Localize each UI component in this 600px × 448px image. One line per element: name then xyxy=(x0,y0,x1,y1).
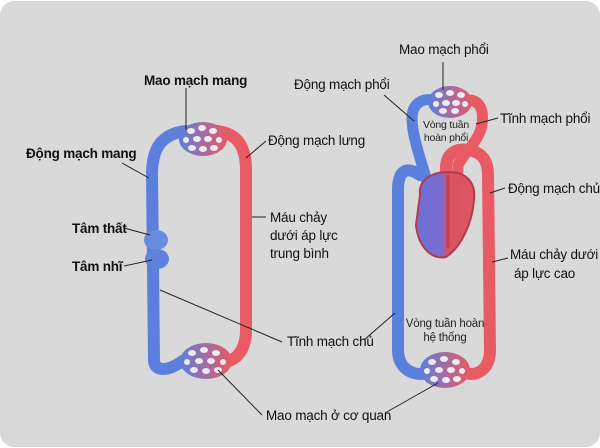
label-pressure-left-3: trung bình xyxy=(270,246,329,261)
organ-capillaries-left xyxy=(180,343,232,379)
leader-organ-cap-right xyxy=(384,382,439,414)
label-lung-capillaries: Mao mạch phổi xyxy=(399,42,489,57)
leader-ventricle xyxy=(123,227,151,236)
label-organ-capillaries: Mao mạch ở cơ quan xyxy=(266,408,392,423)
lung-capillaries xyxy=(428,86,472,118)
pulmonary-artery-vessel xyxy=(406,94,438,206)
atrium-shape xyxy=(145,249,169,269)
ventricle-shape xyxy=(144,230,168,250)
dorsal-aorta-vessel xyxy=(212,125,252,368)
leader-vena-cava-right xyxy=(363,312,396,341)
label-vena-cava: Tĩnh mạch chủ xyxy=(287,334,374,349)
leader-pulmonary-artery xyxy=(383,94,415,122)
label-pulmonary-artery: Động mạch phổi xyxy=(294,77,390,92)
gill-capillaries xyxy=(179,122,227,156)
label-dorsal-aorta: Động mạch lưng xyxy=(268,133,366,148)
heart xyxy=(414,170,476,259)
label-pressure-right-1: Máu chảy dưới xyxy=(510,247,599,262)
label-pressure-right-2: áp lực cao xyxy=(514,266,576,281)
label-gill-artery: Động mạch mang xyxy=(26,146,137,161)
leader-pulmonary-vein xyxy=(475,117,499,125)
label-pulmonary-vein: Tĩnh mạch phổi xyxy=(500,111,591,126)
label-pulmonary-loop-2: hoàn phổi xyxy=(423,132,469,144)
aorta-vessel xyxy=(440,143,497,380)
organ-capillaries-right xyxy=(420,352,470,388)
leader-dorsal-aorta xyxy=(245,140,267,159)
label-pressure-left-1: Máu chảy xyxy=(270,210,327,225)
leader-gill-artery xyxy=(121,162,150,179)
double-circulation-loop xyxy=(392,86,497,388)
leader-atrium xyxy=(123,259,153,267)
pulmonary-vein-vessel xyxy=(450,94,488,206)
label-ventricle: Tâm thất xyxy=(72,221,127,236)
label-systemic-loop-2: hệ thống xyxy=(423,332,467,344)
label-atrium: Tâm nhĩ xyxy=(72,259,123,274)
label-gill-capillaries: Mao mạch mang xyxy=(144,73,248,88)
leader-vena-cava-left xyxy=(159,289,283,343)
leader-organ-cap-left xyxy=(217,369,263,416)
label-pressure-left-2: dưới áp lực xyxy=(270,228,338,243)
gill-artery-vessel xyxy=(145,125,192,375)
vena-cava-vessel xyxy=(392,164,438,380)
leader-pressure-right xyxy=(491,257,509,263)
single-circulation-loop xyxy=(144,122,252,379)
label-systemic-loop-1: Vòng tuần hoàn xyxy=(405,318,485,330)
label-aorta: Động mạch chủ xyxy=(508,181,600,196)
label-pulmonary-loop-1: Vòng tuần xyxy=(422,119,470,131)
leader-lines xyxy=(121,62,509,416)
leader-aorta xyxy=(489,187,506,194)
